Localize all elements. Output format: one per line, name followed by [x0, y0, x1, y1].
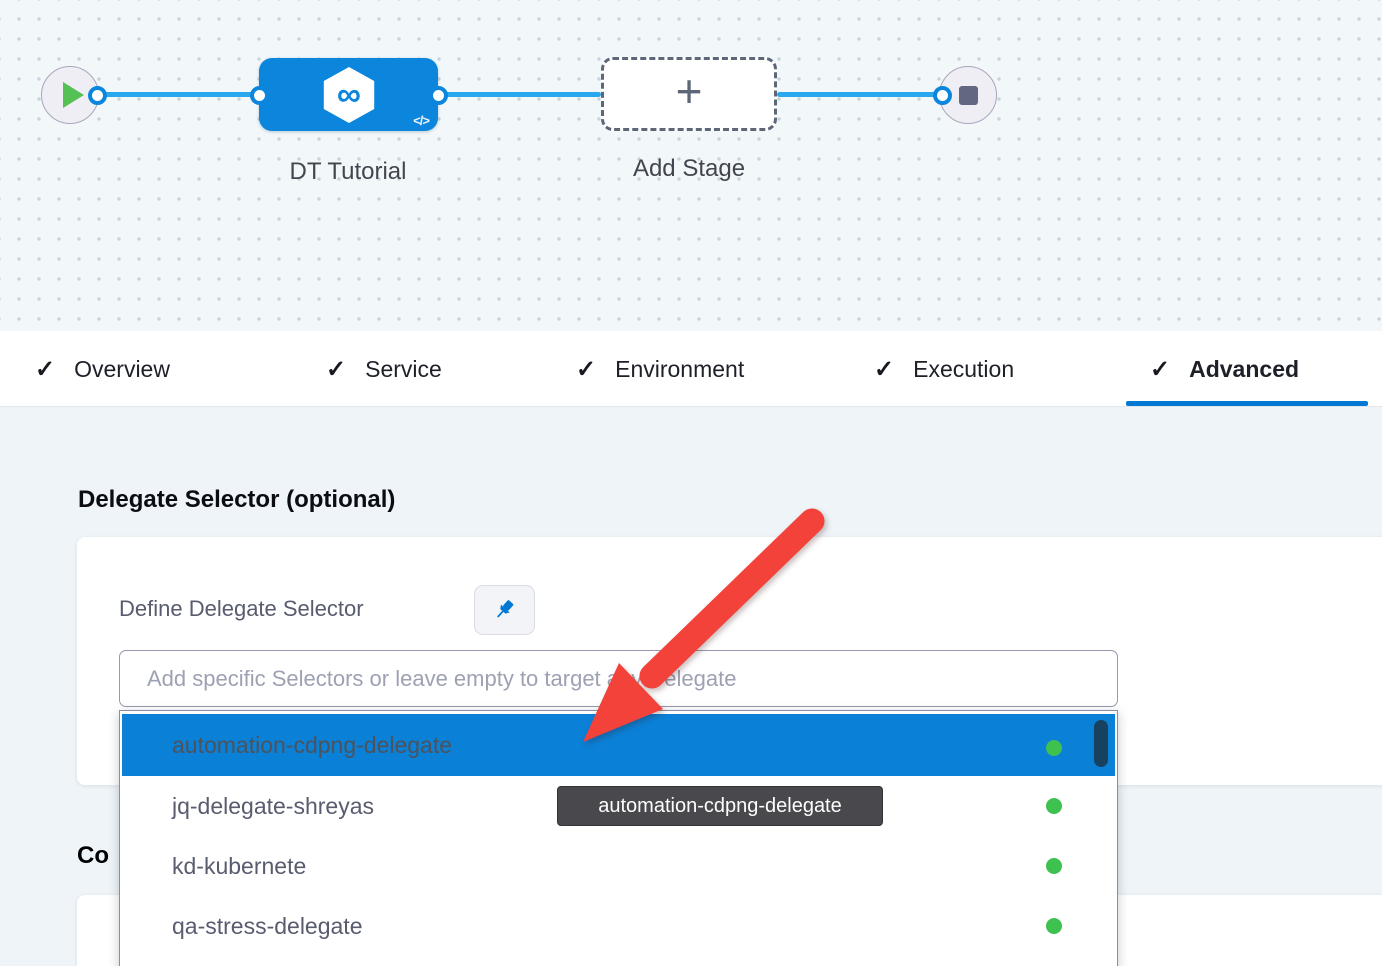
pipeline-edge	[97, 92, 259, 97]
delegate-tooltip: automation-cdpng-delegate	[557, 786, 883, 826]
tab-label: Service	[365, 355, 442, 382]
dropdown-scrollbar-thumb[interactable]	[1094, 720, 1108, 767]
pin-icon	[496, 600, 513, 618]
pipeline-end-node[interactable]	[939, 66, 997, 124]
add-stage-button[interactable]: +	[601, 57, 777, 131]
tab-overview[interactable]: ✓ Overview	[35, 331, 170, 407]
check-icon: ✓	[326, 355, 347, 383]
harness-logo-icon: ∞	[323, 66, 374, 123]
stage-name-label: DT Tutorial	[289, 158, 407, 185]
tab-label: Environment	[615, 355, 745, 382]
delegate-selector-input[interactable]	[119, 650, 1118, 707]
dropdown-option[interactable]: qa-stress-delegate	[122, 896, 1115, 956]
active-tab-indicator	[1126, 401, 1368, 406]
stage-tabs-bar: ✓ Overview ✓ Service ✓ Environment ✓ Exe…	[0, 331, 1382, 407]
delegate-status-dot	[1046, 858, 1062, 874]
pipeline-canvas[interactable]: ∞ </> + DT Tutorial Add Stage	[0, 0, 1382, 331]
check-icon: ✓	[576, 355, 597, 383]
tab-label: Execution	[913, 355, 1015, 382]
stop-icon	[958, 85, 978, 105]
tab-service[interactable]: ✓ Service	[326, 331, 442, 407]
dropdown-option[interactable]: kd-kubernete	[122, 836, 1115, 896]
delegate-name: kd-kubernete	[172, 852, 307, 879]
svg-text:∞: ∞	[337, 76, 361, 113]
stage-node-dt-tutorial[interactable]: ∞ </>	[259, 58, 438, 131]
delegate-status-dot	[1046, 918, 1062, 934]
delegate-status-dot	[1046, 740, 1062, 756]
delegate-name: automation-cdpng-delegate	[172, 731, 453, 758]
delegate-name: jq-delegate-shreyas	[172, 792, 375, 819]
tab-execution[interactable]: ✓ Execution	[874, 331, 1014, 407]
delegate-status-dot	[1046, 798, 1062, 814]
connector-port[interactable]	[933, 86, 952, 105]
connector-port[interactable]	[429, 86, 448, 105]
tab-advanced[interactable]: ✓ Advanced	[1150, 331, 1299, 407]
pipeline-edge	[777, 92, 942, 97]
connector-port[interactable]	[88, 86, 107, 105]
delegate-selector-heading: Delegate Selector (optional)	[78, 486, 396, 513]
check-icon: ✓	[874, 355, 895, 383]
delegate-options-dropdown: automation-cdpng-delegate jq-delegate-sh…	[119, 710, 1118, 966]
tab-label: Overview	[74, 355, 170, 382]
next-section-heading-partial: Co	[77, 842, 109, 869]
pin-input-type-button[interactable]	[474, 585, 535, 635]
add-stage-label: Add Stage	[632, 155, 746, 182]
pipeline-edge	[438, 92, 601, 97]
check-icon: ✓	[35, 355, 56, 383]
tab-environment[interactable]: ✓ Environment	[576, 331, 744, 407]
dropdown-option-highlighted[interactable]: automation-cdpng-delegate	[122, 714, 1115, 776]
tab-label: Advanced	[1189, 355, 1300, 382]
play-icon	[62, 82, 84, 108]
connector-port[interactable]	[250, 86, 269, 105]
dropdown-option[interactable]: jq-delegate-shreyas	[122, 776, 1115, 836]
delegate-name: qa-stress-delegate	[172, 912, 363, 939]
plus-icon: +	[675, 65, 703, 117]
define-delegate-selector-label: Define Delegate Selector	[119, 596, 364, 621]
check-icon: ✓	[1150, 355, 1171, 383]
code-view-icon[interactable]: </>	[413, 113, 430, 128]
